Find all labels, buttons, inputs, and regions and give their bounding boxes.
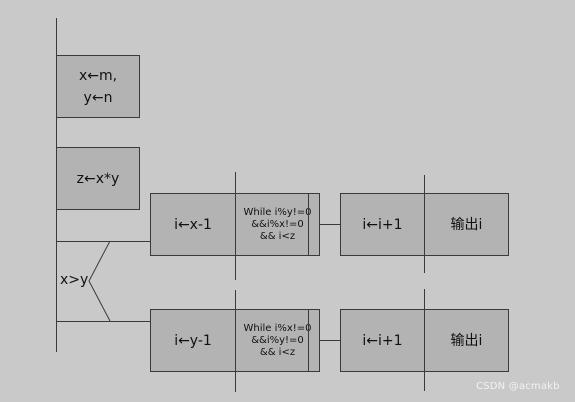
false-loop-line1: While i%x!=0 — [243, 322, 312, 334]
calc-z-box: z←x*y — [56, 147, 140, 210]
false-loop-line3: && i<z — [259, 346, 296, 358]
condition-label: x>y — [60, 272, 89, 288]
false-loop-box: While i%x!=0 &&i%y!=0 && i<z — [235, 309, 320, 372]
true-loop-inner-edge — [308, 193, 309, 256]
true-increment-text: i←i+1 — [362, 216, 403, 233]
false-loop-inner-edge — [308, 309, 309, 372]
true-loop-line1: While i%y!=0 — [243, 206, 312, 218]
false-output-text: 输出i — [450, 332, 483, 349]
true-loop-box: While i%y!=0 &&i%x!=0 && i<z — [235, 193, 320, 256]
watermark: CSDN @acmakb — [476, 381, 560, 392]
false-loop-connector — [320, 340, 340, 341]
init-x-text: x←m, — [78, 67, 118, 84]
false-assign-box: i←y-1 — [150, 309, 236, 372]
true-assign-text: i←x-1 — [174, 216, 212, 233]
branch-bottom-line — [56, 321, 150, 322]
true-loop-line3: && i<z — [259, 230, 296, 242]
true-loop-line2: &&i%x!=0 — [251, 218, 304, 230]
true-loop-connector — [320, 224, 340, 225]
true-output-text: 输出i — [450, 216, 483, 233]
false-loop-line2: &&i%y!=0 — [251, 334, 304, 346]
false-output-box: 输出i — [424, 309, 509, 372]
false-assign-text: i←y-1 — [174, 332, 212, 349]
false-increment-text: i←i+1 — [362, 332, 403, 349]
true-increment-box: i←i+1 — [340, 193, 425, 256]
init-box: x←m, y←n — [56, 55, 140, 118]
false-increment-box: i←i+1 — [340, 309, 425, 372]
true-output-box: 输出i — [424, 193, 509, 256]
init-y-text: y←n — [83, 89, 113, 106]
calc-z-text: z←x*y — [76, 170, 120, 187]
branch-top-line — [56, 241, 150, 242]
true-assign-box: i←x-1 — [150, 193, 236, 256]
